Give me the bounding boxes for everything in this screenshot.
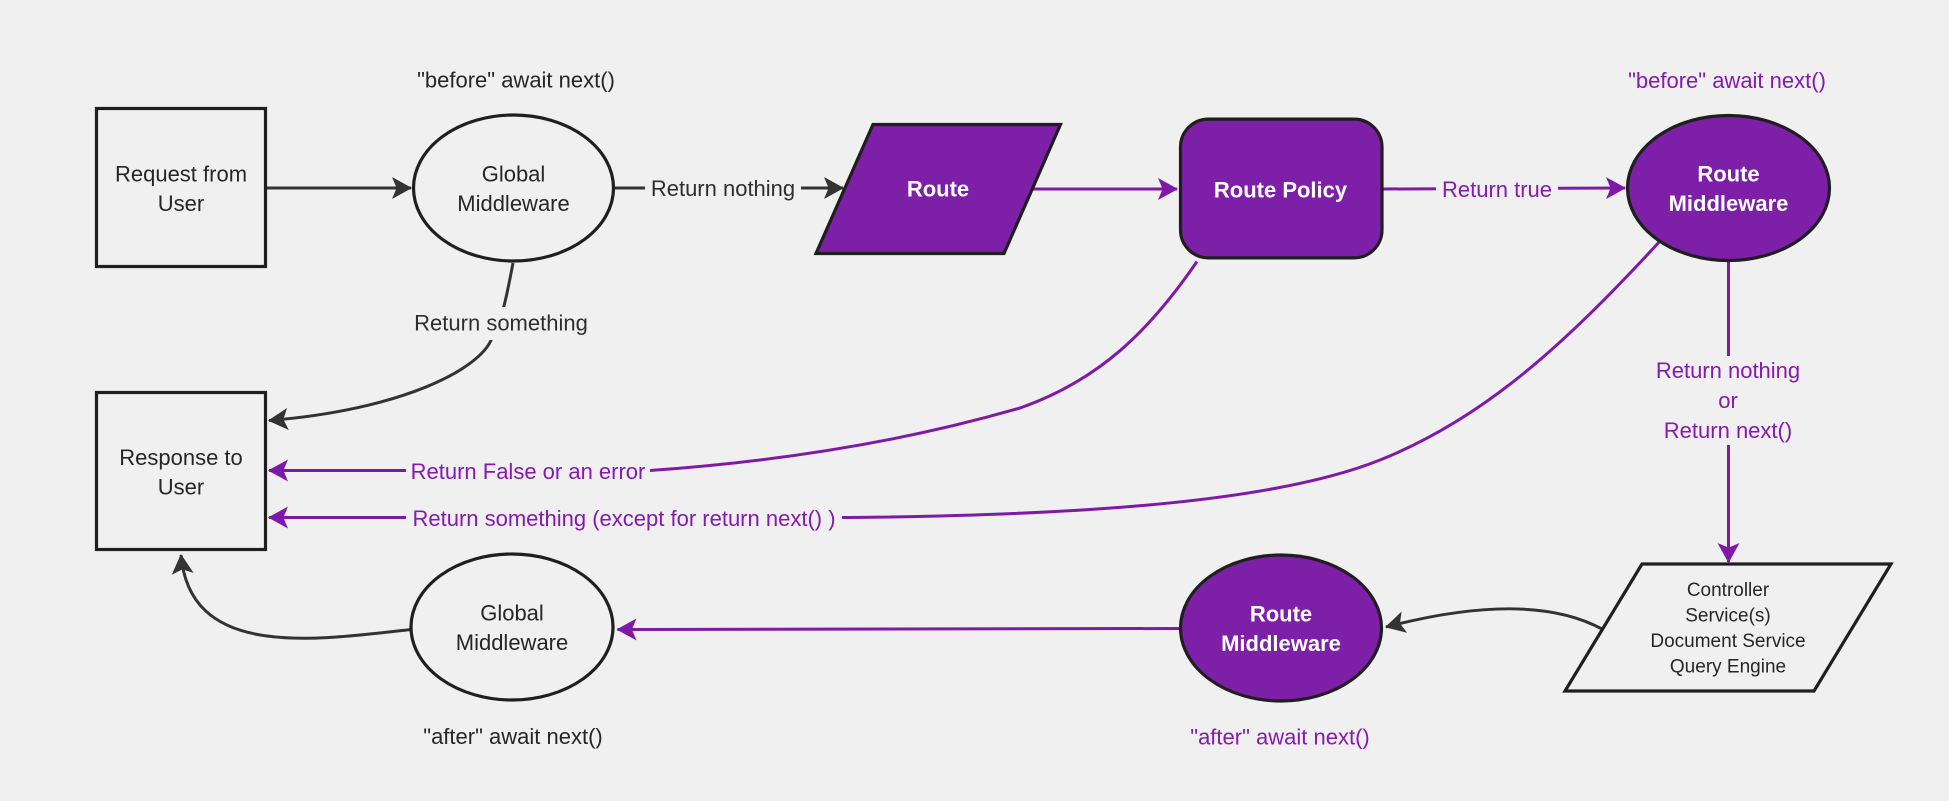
svg-text:Return nothing: Return nothing <box>1656 358 1800 383</box>
svg-text:Query Engine: Query Engine <box>1670 657 1786 678</box>
svg-text:Middleware: Middleware <box>1669 191 1789 216</box>
svg-text:Return nothing: Return nothing <box>651 176 795 201</box>
svg-text:Document Service: Document Service <box>1650 631 1805 652</box>
svg-text:Route: Route <box>1697 162 1759 187</box>
svg-text:Return False or an error: Return False or an error <box>411 459 646 484</box>
svg-text:Global: Global <box>482 162 546 187</box>
svg-text:Middleware: Middleware <box>1221 631 1341 656</box>
svg-text:Route: Route <box>907 177 969 202</box>
svg-text:Controller: Controller <box>1687 580 1770 601</box>
svg-text:Middleware: Middleware <box>457 191 570 216</box>
svg-text:"before" await next(): "before" await next() <box>1628 68 1826 93</box>
svg-text:User: User <box>158 191 204 216</box>
svg-text:Middleware: Middleware <box>456 630 569 655</box>
svg-text:Return something (except for r: Return something (except for return next… <box>412 506 835 531</box>
svg-text:or: or <box>1718 388 1738 413</box>
svg-text:"after" await next(): "after" await next() <box>423 724 602 749</box>
svg-text:Response to: Response to <box>119 445 243 470</box>
svg-text:Return something: Return something <box>414 311 588 336</box>
svg-text:Request from: Request from <box>115 162 247 187</box>
svg-text:User: User <box>158 475 204 500</box>
svg-text:"after" await next(): "after" await next() <box>1190 725 1369 750</box>
svg-text:Service(s): Service(s) <box>1685 606 1771 627</box>
svg-text:Return true: Return true <box>1442 177 1552 202</box>
svg-text:Global: Global <box>480 601 544 626</box>
svg-text:Route Policy: Route Policy <box>1214 178 1348 203</box>
svg-text:Return next(): Return next() <box>1664 418 1792 443</box>
svg-text:"before" await next(): "before" await next() <box>417 68 615 93</box>
svg-text:Route: Route <box>1250 602 1312 627</box>
